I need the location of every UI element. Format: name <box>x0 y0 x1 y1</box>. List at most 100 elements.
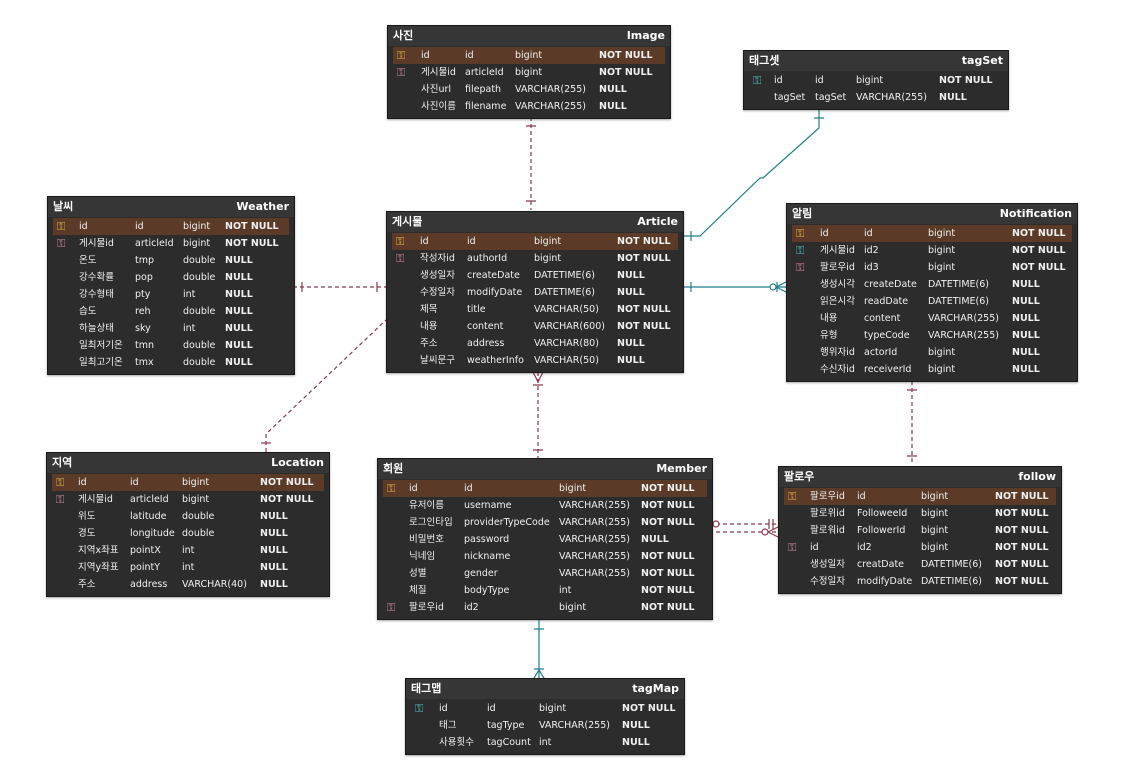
column-type: bigint <box>183 238 211 249</box>
column-label: 게시물id <box>820 245 855 256</box>
column-label: id <box>79 221 88 232</box>
column-label: 온도 <box>79 255 97 266</box>
column-type: double <box>182 511 215 522</box>
column-null: NOT NULL <box>260 477 314 488</box>
column-label: 작성자id <box>420 253 455 264</box>
column-type: bigint <box>921 525 949 536</box>
primary-key-icon: ⚿ <box>396 235 405 248</box>
column-type: DATETIME(6) <box>921 576 982 587</box>
column-null: NULL <box>599 101 627 112</box>
column-null: NULL <box>1012 347 1040 358</box>
column-label: 읽은시각 <box>820 296 855 307</box>
table-entity-name: Image <box>626 29 665 42</box>
column-name: latitude <box>130 511 167 522</box>
column-type: VARCHAR(255) <box>515 84 586 95</box>
column-type: bigint <box>559 483 587 494</box>
column-name: id2 <box>864 245 879 256</box>
column-type: double <box>183 340 216 351</box>
column-label: 주소 <box>78 579 96 590</box>
column-name: content <box>467 321 504 332</box>
column-type: double <box>183 357 216 368</box>
column-null: NULL <box>260 511 288 522</box>
column-type: DATETIME(6) <box>921 559 982 570</box>
column-label: 비밀번호 <box>409 534 444 545</box>
column-name: tagCount <box>487 737 531 748</box>
